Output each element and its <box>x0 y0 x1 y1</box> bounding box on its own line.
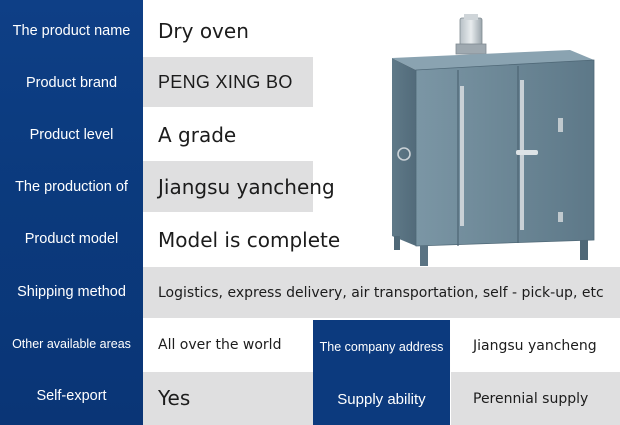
label-column <box>0 0 143 425</box>
label-supply-ability: Supply ability <box>313 373 450 425</box>
row-shipping-bg <box>143 267 620 318</box>
label-self-export: Self-export <box>36 388 107 404</box>
row-self-export-bg <box>143 372 313 425</box>
value-product-model: Model is complete <box>158 228 341 252</box>
label-product-model: Product model <box>24 231 119 247</box>
value-other-areas: All over the world <box>158 337 282 353</box>
value-company-address: Jiangsu yancheng <box>473 338 597 354</box>
label-other-areas: Other available areas <box>12 337 131 351</box>
value-supply-ability: Perennial supply <box>473 391 589 407</box>
dry-oven-image <box>392 14 595 266</box>
label-product-level: Product level <box>29 127 114 143</box>
value-self-export: Yes <box>158 386 191 410</box>
label-production-of: The production of <box>15 179 128 195</box>
value-shipping-method: Logistics, express delivery, air transpo… <box>158 285 604 301</box>
label-shipping-method: Shipping method <box>17 284 126 300</box>
row-supply-value-bg <box>451 372 620 425</box>
value-product-name: Dry oven <box>158 19 249 43</box>
value-production-of: Jiangsu yancheng <box>158 175 335 199</box>
label-product-brand: Product brand <box>25 75 118 91</box>
label-product-name: The product name <box>12 23 131 39</box>
row-brand-bg <box>143 57 313 107</box>
label-company-address: The company address <box>313 320 450 373</box>
row-production-bg <box>143 161 313 212</box>
value-product-level: A grade <box>158 123 237 147</box>
value-product-brand: PENG XING BO <box>158 71 293 92</box>
